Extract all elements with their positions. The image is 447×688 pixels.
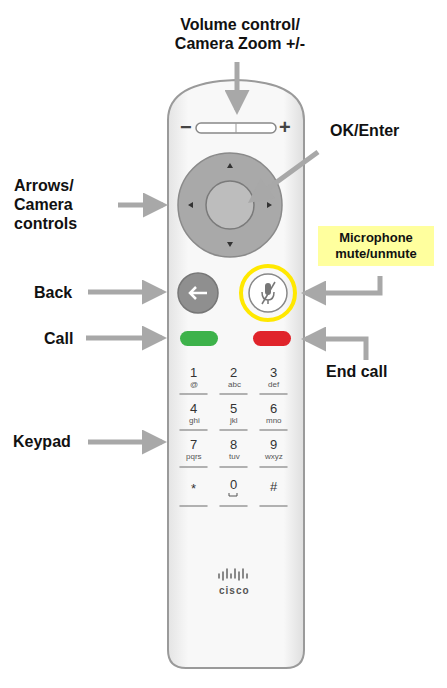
brand-logo: cisco <box>219 585 250 596</box>
key-number: 9 <box>270 437 277 452</box>
key-symbol: # <box>270 479 277 494</box>
key-number: 7 <box>190 437 197 452</box>
key-number: 5 <box>230 401 237 416</box>
key-letters: def <box>268 380 279 389</box>
key-letters: jkl <box>230 416 238 425</box>
key-letters: tuv <box>229 452 240 461</box>
key-letters: pqrs <box>186 452 202 461</box>
callout-label: Call <box>44 329 73 348</box>
callout-label: Keypad <box>13 432 71 451</box>
volume-minus: − <box>180 116 192 139</box>
callout-label: Arrows/ Camera controls <box>14 176 109 233</box>
key-letters: @ <box>190 380 198 389</box>
callout-label: Microphone mute/unmute <box>324 230 428 262</box>
key-letters: abc <box>228 380 241 389</box>
volume-plus: + <box>279 116 291 139</box>
key-number: 3 <box>270 365 277 380</box>
key-number: 2 <box>230 365 237 380</box>
key-number: 8 <box>230 437 237 452</box>
callout-label: Volume control/ Camera Zoom +/- <box>160 15 320 53</box>
highlight-box: Microphone mute/unmute <box>318 226 434 266</box>
callout-label: End call <box>326 362 387 381</box>
key-number: 1 <box>190 365 197 380</box>
key-number: 0 <box>230 477 237 492</box>
callout-label: OK/Enter <box>330 121 399 140</box>
key-letters: ghi <box>189 416 200 425</box>
key-letters: mno <box>266 416 282 425</box>
key-letters: wxyz <box>265 452 283 461</box>
key-number: 6 <box>270 401 277 416</box>
key-number: 4 <box>190 401 197 416</box>
callout-label: Back <box>34 283 72 302</box>
key-symbol: * <box>191 481 196 496</box>
